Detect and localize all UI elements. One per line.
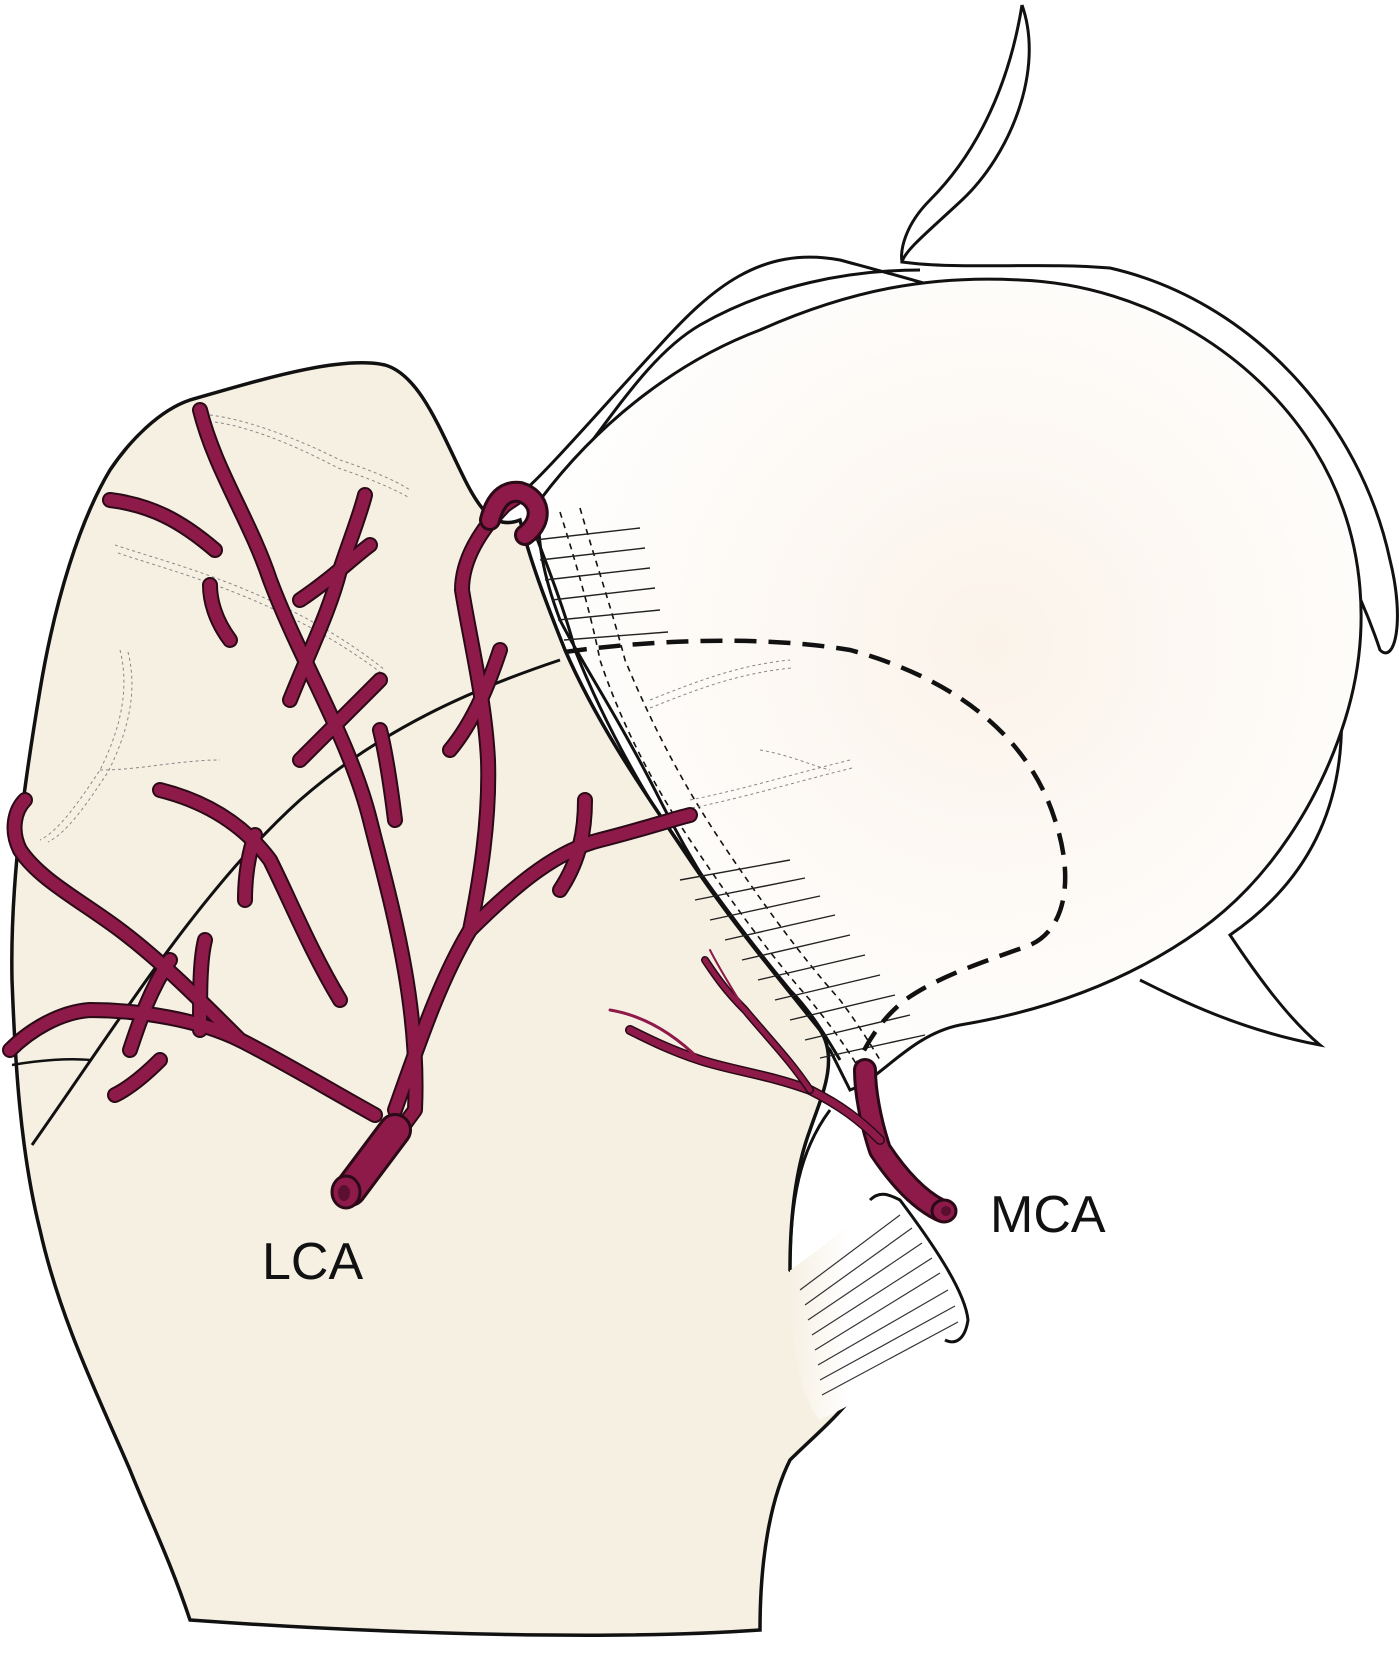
stump-stripes bbox=[799, 1214, 959, 1396]
suture-stitches bbox=[534, 527, 926, 1059]
cut-stump bbox=[790, 1200, 958, 1420]
label-mca: MCA bbox=[990, 1186, 1106, 1244]
lower-membrane-fold bbox=[1139, 689, 1343, 1048]
faint-vessels bbox=[39, 414, 853, 843]
organ-contour-line bbox=[30, 658, 561, 1146]
vessel-tree-lca bbox=[2, 402, 698, 1210]
outer-membrane-tip bbox=[900, 4, 1024, 263]
sac bbox=[537, 277, 1363, 1092]
vessel-tree-mca bbox=[608, 949, 958, 1224]
organ-body bbox=[10, 361, 888, 1637]
organ-stump-rim bbox=[788, 1109, 832, 1271]
cut-stump-edge bbox=[868, 1192, 970, 1344]
resection-dashed-outline bbox=[564, 638, 1068, 1071]
label-lca: LCA bbox=[262, 1233, 364, 1291]
suture-band bbox=[528, 507, 881, 1071]
organ-left-edge-line bbox=[11, 1057, 91, 1067]
